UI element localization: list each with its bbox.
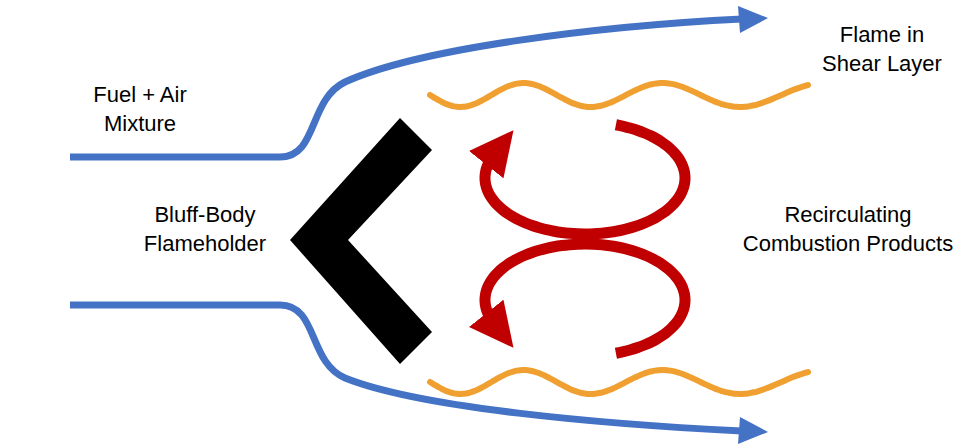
flow-arrowhead [738, 417, 768, 444]
flow-arrowhead [738, 6, 768, 33]
diagram-label: Fuel + Air Mixture [75, 81, 205, 138]
recirculation-loop [485, 244, 685, 353]
flame-wave [430, 370, 808, 394]
flame-wave [430, 83, 808, 107]
bluff-body [290, 118, 432, 364]
recirculation-loop [485, 125, 685, 234]
diagram-label: Recirculating Combustion Products [738, 201, 958, 258]
diagram-label: Bluff-Body Flameholder [130, 201, 280, 258]
diagram-label: Flame in Shear Layer [817, 21, 947, 78]
